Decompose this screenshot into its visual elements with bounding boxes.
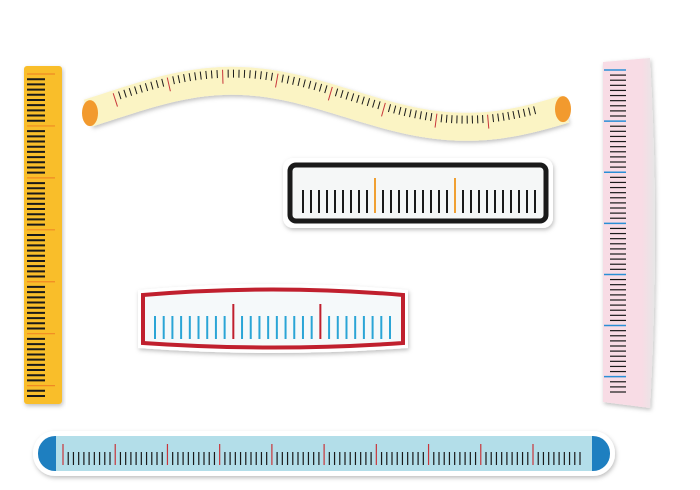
major-tick — [166, 77, 171, 92]
tick — [398, 106, 402, 115]
tick — [512, 110, 515, 119]
tick — [270, 72, 273, 81]
tick — [139, 84, 143, 93]
tape-body — [83, 66, 570, 141]
tick — [440, 114, 443, 123]
tick — [313, 82, 317, 91]
tick — [128, 87, 133, 96]
major-tick — [275, 73, 279, 88]
tick — [502, 112, 505, 121]
major-tick — [112, 93, 118, 107]
tick — [292, 76, 295, 85]
tick — [324, 85, 328, 94]
major-tick — [327, 86, 333, 101]
tick — [259, 71, 262, 80]
tick — [254, 70, 257, 79]
tick — [387, 104, 392, 113]
tick — [205, 70, 208, 79]
ruler-body — [287, 162, 549, 224]
tick — [377, 101, 381, 110]
tick — [334, 88, 339, 97]
tick — [403, 108, 407, 117]
tick — [497, 113, 500, 122]
tick — [424, 112, 428, 121]
tick — [123, 89, 127, 98]
tick — [177, 75, 181, 84]
tick — [517, 109, 521, 118]
tick — [372, 99, 376, 108]
tick — [533, 106, 537, 115]
tick — [302, 79, 306, 88]
blue-horizontal-ruler — [33, 431, 615, 476]
tick — [183, 74, 186, 83]
tick — [445, 114, 448, 123]
tape-end-right — [555, 96, 571, 123]
tick — [393, 105, 397, 114]
tick — [340, 90, 344, 98]
tick — [188, 73, 191, 82]
tick — [492, 114, 495, 123]
tick — [308, 80, 312, 89]
tick — [265, 71, 268, 80]
tick — [172, 76, 175, 85]
tick — [366, 98, 371, 107]
tape-end-left — [82, 100, 98, 127]
red-frame-ruler — [138, 284, 408, 353]
tick — [409, 109, 412, 118]
black-frame-ruler — [283, 158, 553, 228]
tick — [286, 75, 290, 84]
wavy-tape-measure — [82, 66, 571, 141]
tick — [522, 108, 526, 117]
tick — [419, 111, 422, 120]
tick — [350, 93, 355, 102]
tick — [161, 78, 165, 87]
tick — [199, 71, 202, 80]
tick — [249, 70, 251, 79]
tick — [150, 81, 154, 90]
tick — [194, 72, 197, 81]
yellow-vertical-ruler — [24, 66, 62, 404]
tick — [297, 78, 301, 87]
tick — [356, 94, 360, 103]
tick — [118, 91, 122, 100]
tick — [318, 83, 323, 92]
major-tick — [381, 102, 386, 117]
tick — [361, 96, 365, 105]
tick — [155, 80, 159, 89]
tick — [507, 111, 510, 120]
major-tick — [434, 113, 438, 128]
tick — [430, 112, 433, 122]
tick — [281, 74, 284, 83]
major-tick — [487, 114, 490, 129]
tick — [528, 107, 531, 116]
tick — [345, 91, 349, 100]
tick — [414, 110, 417, 119]
tick — [144, 83, 149, 92]
pink-vertical-ruler — [603, 58, 655, 408]
tick — [210, 70, 213, 79]
tick — [134, 86, 138, 95]
